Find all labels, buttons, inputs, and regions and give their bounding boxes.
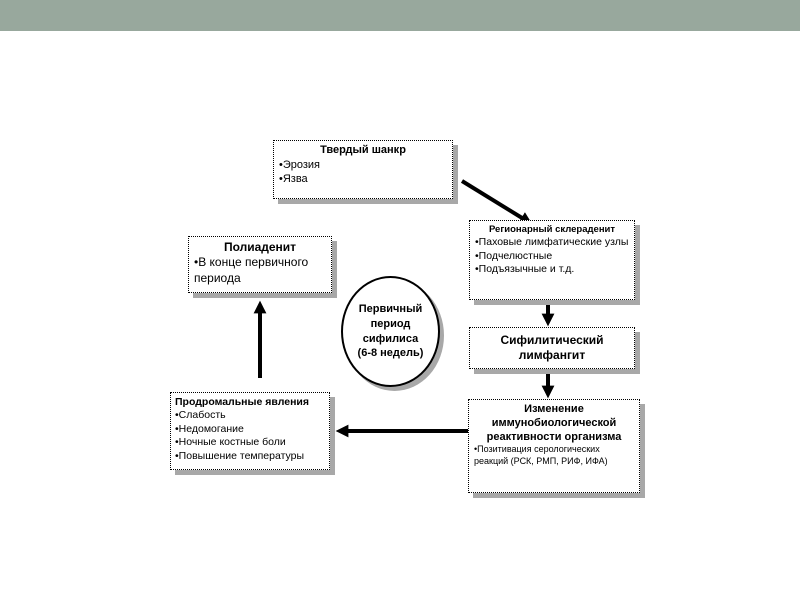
scleradenitis-item: •Паховые лимфатические узлы xyxy=(475,235,629,248)
prodromal-item: •Слабость xyxy=(175,409,226,422)
chancre-box: Твердый шанкр •Эрозия •Язва xyxy=(273,140,453,199)
polyadenitis-box: Полиаденит •В конце первичного периода xyxy=(188,236,332,293)
lymphangitis-box: Сифилитический лимфангит xyxy=(469,327,635,369)
scleradenitis-box: Регионарный склераденит •Паховые лимфати… xyxy=(469,220,635,300)
immuno-item: •Позитивация серологических реакций (РСК… xyxy=(474,444,608,466)
prodromal-box: Продромальные явления •Слабость •Недомог… xyxy=(170,392,330,470)
polyadenitis-title: Полиаденит xyxy=(223,240,297,254)
polyadenitis-item: •В конце первичного периода xyxy=(194,255,309,285)
lymphangitis-title: Сифилитический лимфангит xyxy=(500,333,604,362)
arrow-chancre-to-scleradenitis xyxy=(460,179,533,225)
chancre-item: •Эрозия xyxy=(279,158,321,171)
prodromal-item: •Недомогание xyxy=(175,422,244,435)
prodromal-item: •Ночные костные боли xyxy=(175,436,286,449)
prodromal-title: Продромальные явления xyxy=(175,396,309,408)
immuno-box: Изменение иммунобиологической реактивнос… xyxy=(468,399,640,493)
chancre-item: •Язва xyxy=(279,173,308,186)
primary-period-label: Первичный период сифилиса (6-8 недель) xyxy=(357,302,424,360)
immuno-title: Изменение иммунобиологической реактивнос… xyxy=(486,403,622,443)
scleradenitis-item: •Подъязычные и т.д. xyxy=(475,263,575,276)
chancre-title: Твердый шанкр xyxy=(320,144,406,156)
scleradenitis-item: •Подчелюстные xyxy=(475,249,553,262)
primary-period-circle: Первичный период сифилиса (6-8 недель) xyxy=(341,276,440,387)
prodromal-item: •Повышение температуры xyxy=(175,450,305,463)
top-banner xyxy=(0,0,800,31)
scleradenitis-title: Регионарный склераденит xyxy=(488,224,616,235)
